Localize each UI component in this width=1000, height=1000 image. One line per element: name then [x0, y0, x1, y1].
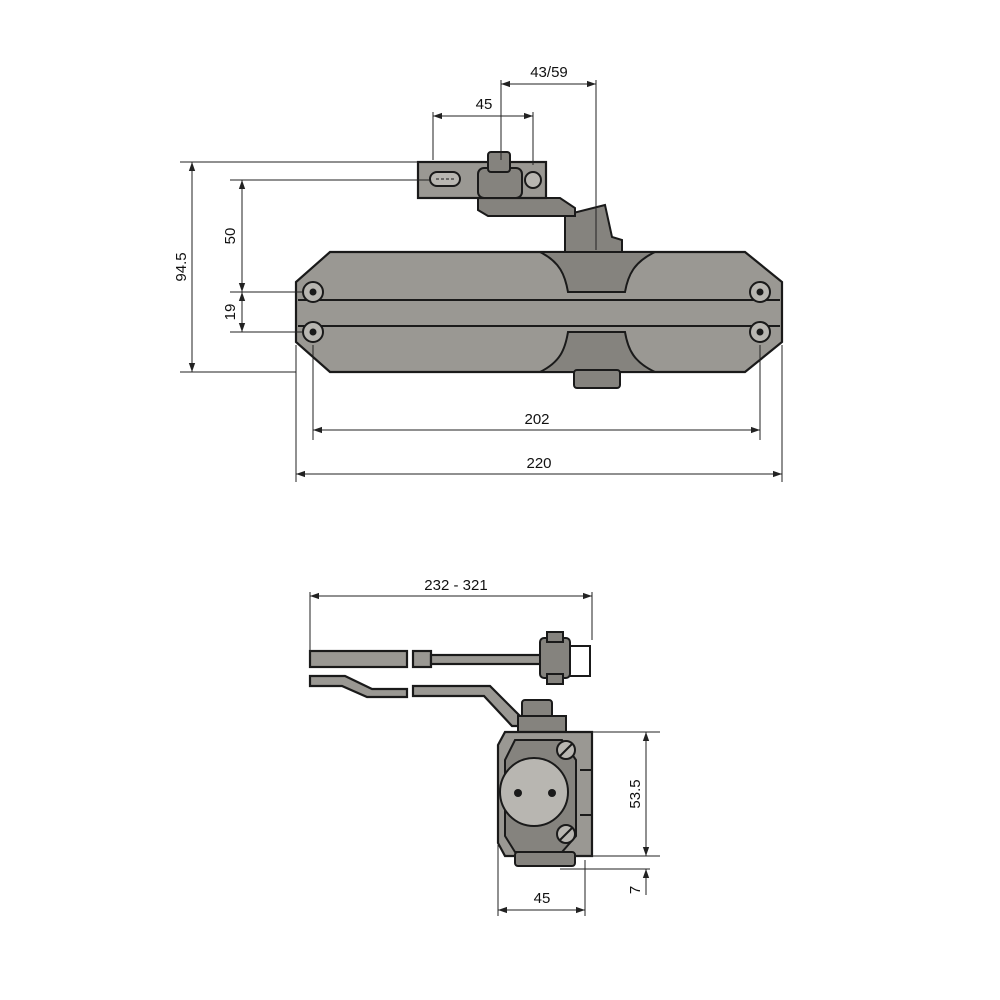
- dim-label-overall-length: 220: [526, 455, 551, 472]
- side-arms: [308, 631, 591, 735]
- dim-label-body-width: 45: [534, 890, 551, 907]
- side-body: [496, 730, 594, 867]
- side-extension-lines: [309, 592, 660, 916]
- top-view: 43/59 45 94.5 50 19 202 220: [173, 64, 784, 482]
- side-dimension-lines: [310, 592, 650, 914]
- top-dimension-lines: [188, 80, 782, 478]
- side-view: 232 - 321 53.5 7 45: [308, 577, 660, 916]
- closer-body: [294, 250, 784, 389]
- dim-label-arm-offset: 43/59: [530, 64, 568, 81]
- dim-label-offset: 7: [627, 886, 644, 894]
- dim-label-overall-height: 94.5: [173, 252, 190, 281]
- arm-bracket: [416, 151, 623, 253]
- mounting-holes: [302, 281, 771, 343]
- dim-label-bracket-height: 50: [222, 228, 239, 245]
- top-extension-lines: [180, 80, 783, 482]
- dim-label-arm-range: 232 - 321: [424, 577, 487, 594]
- dim-label-bracket-width: 45: [476, 96, 493, 113]
- dim-label-hole-centers: 202: [524, 411, 549, 428]
- dim-label-body-height: 53.5: [627, 779, 644, 808]
- dim-label-hole-spacing: 19: [222, 304, 239, 321]
